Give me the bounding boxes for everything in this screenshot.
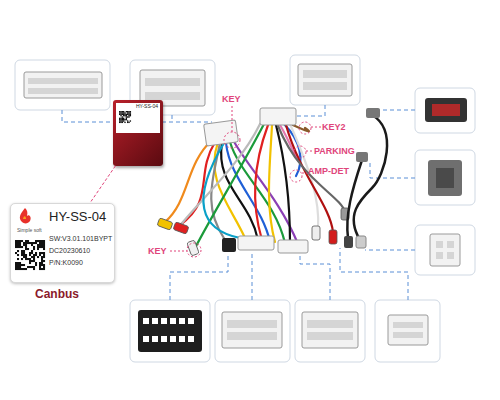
signal-label: PARKING [314, 147, 355, 156]
thumbnail-frame [415, 150, 475, 205]
connector-thumb [24, 72, 102, 98]
thumbnail-frame [415, 225, 475, 275]
thumbnail-frame [290, 55, 360, 105]
harness-connector [260, 108, 296, 125]
node-text: SW:V3.01.101BYPT [49, 235, 112, 243]
canbus-module: HY-SS-04 [113, 100, 163, 166]
black-connector [138, 310, 202, 352]
rca-plug [329, 230, 337, 244]
signal-label: KEY [222, 95, 241, 104]
dashed-connector [90, 166, 115, 203]
connector-thumb [388, 315, 428, 345]
signal-label: KEY [148, 247, 167, 256]
qr-code [15, 240, 45, 270]
antenna-plug [366, 108, 380, 118]
callout-leader [311, 127, 321, 128]
callout-circle [224, 132, 240, 148]
node-text: Canbus [35, 288, 79, 301]
antenna-plug [356, 236, 366, 248]
signal-label: KEY2 [322, 123, 346, 132]
qr-code [119, 111, 131, 123]
antenna-cable [354, 115, 387, 240]
thumbnail-frame [295, 300, 365, 362]
leader-line [292, 105, 325, 116]
node-text: P/N:K0090 [49, 259, 83, 267]
leader-line [365, 250, 415, 251]
callout-circle [294, 146, 306, 158]
callout-circle [290, 170, 302, 182]
callout-leader [232, 106, 233, 132]
harness-connector [222, 238, 236, 252]
thumbnail-frame [415, 88, 475, 133]
leader-line [252, 252, 253, 300]
leader-line [340, 248, 408, 300]
leader-line [172, 115, 173, 122]
antenna-plug [344, 236, 353, 248]
connector-thumb [430, 234, 460, 266]
node-text: HY-SS-04 [49, 210, 106, 224]
antenna-plug [428, 160, 462, 196]
harness-connector [278, 240, 308, 253]
callout-leader [306, 151, 313, 152]
connector-thumb [302, 312, 358, 348]
leader-line [300, 252, 330, 300]
node-text: HY-SS-04 [116, 103, 160, 133]
harness-connector [238, 236, 274, 250]
thumbnail-frame [215, 300, 290, 362]
rca-plug [312, 226, 320, 240]
leader-line [170, 256, 228, 300]
node-text: Simple soft [17, 228, 42, 234]
harness-connector [204, 120, 239, 146]
antenna-socket [425, 98, 467, 122]
antenna-cable [347, 160, 362, 238]
leader-line [378, 110, 415, 111]
rca-plug [187, 240, 199, 256]
antenna-plug [356, 152, 368, 162]
flame-logo [20, 208, 31, 223]
callout-leader [302, 173, 307, 174]
rca-plug [173, 222, 189, 234]
label-card: Simple soft HY-SS-04SW:V3.01.101BYPT DC202… [10, 203, 115, 283]
signal-label: AMP-DET [308, 167, 349, 176]
thumbnail-frame [15, 60, 110, 110]
connector-thumb [298, 64, 352, 96]
thumbnail-frame [375, 300, 440, 362]
leader-line [370, 160, 415, 178]
node-text: DC20230610 [49, 247, 90, 255]
callout-leader [170, 251, 187, 252]
connector-thumb [222, 312, 282, 348]
callout-circle [187, 243, 201, 257]
callout-circle [299, 122, 311, 134]
thumbnail-frame [130, 300, 210, 362]
rca-plug [157, 218, 173, 230]
